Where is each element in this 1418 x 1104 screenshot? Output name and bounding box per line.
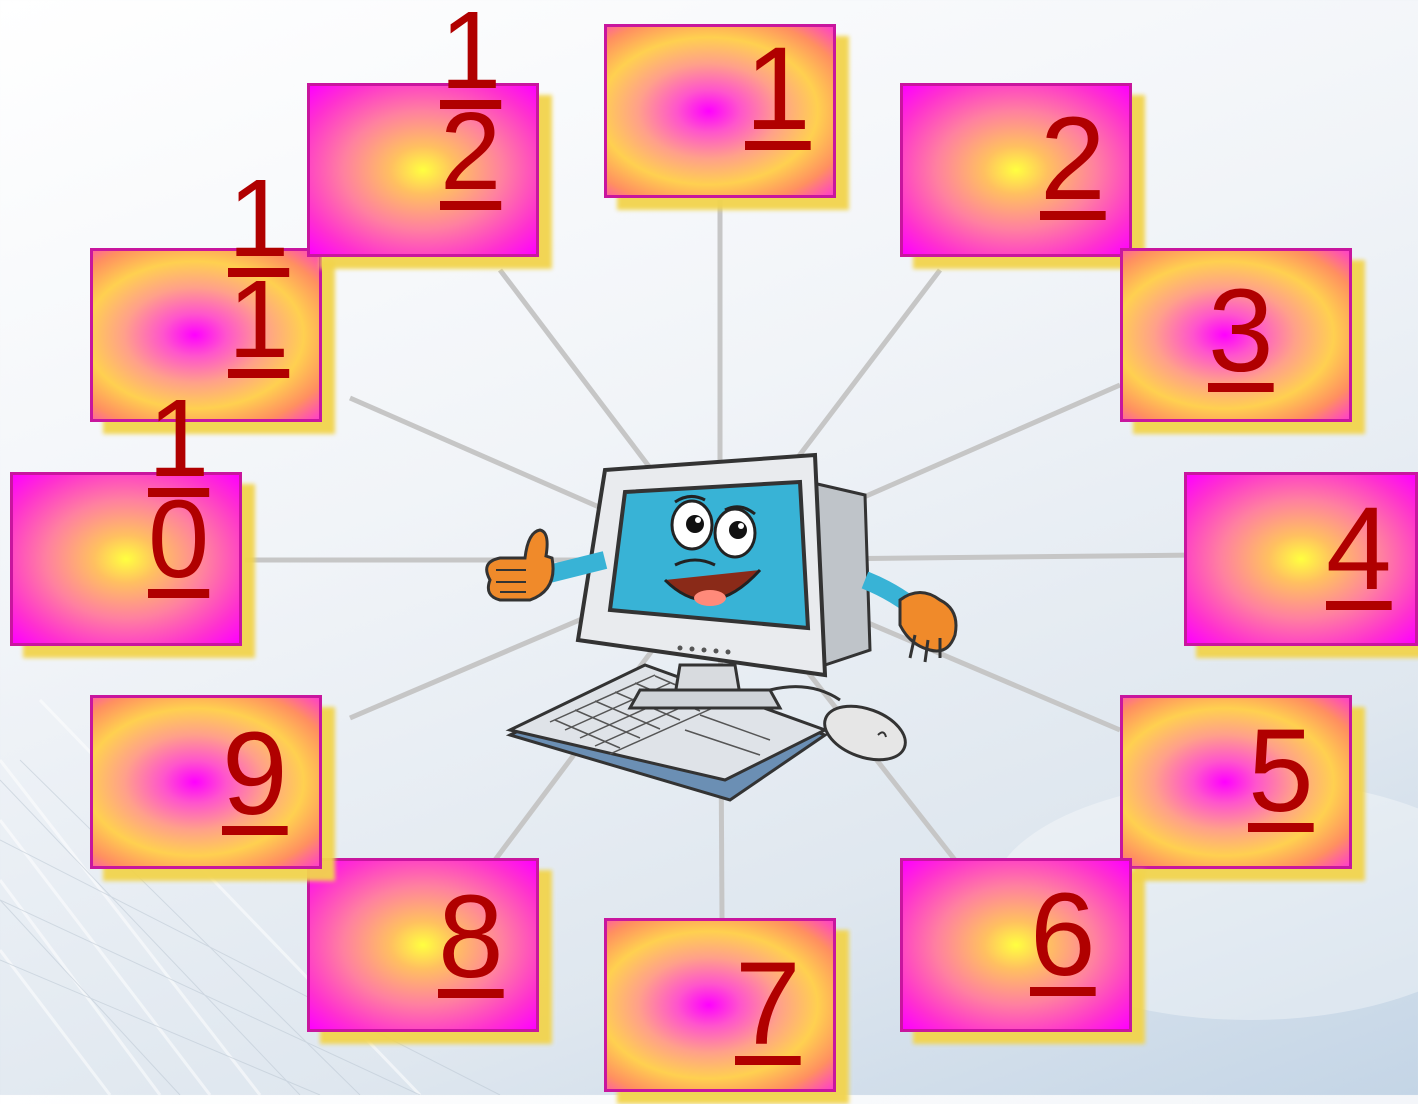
tile-4-label[interactable]: 4 <box>1326 483 1392 615</box>
tile-9[interactable] <box>90 695 322 869</box>
tile-2-label[interactable]: 2 <box>1040 93 1106 225</box>
mouse-icon <box>769 685 907 762</box>
tile-9-label[interactable]: 9 <box>222 708 288 840</box>
tile-3-label[interactable]: 3 <box>1208 265 1274 397</box>
tile-2[interactable] <box>900 83 1132 257</box>
tile-12[interactable] <box>307 83 539 257</box>
tile-6-label[interactable]: 6 <box>1030 869 1096 1001</box>
tile-6[interactable] <box>900 858 1132 1032</box>
tile-1[interactable] <box>604 24 836 198</box>
tile-4[interactable] <box>1184 472 1418 646</box>
tile-10-label[interactable]: 1 0 <box>148 377 210 602</box>
tile-3[interactable] <box>1120 248 1352 422</box>
tile-11[interactable] <box>90 248 322 422</box>
tile-5-label[interactable]: 5 <box>1248 705 1314 837</box>
computer-mascot-icon <box>485 452 958 802</box>
tile-8-label[interactable]: 8 <box>438 871 504 1003</box>
tile-1-label[interactable]: 1 <box>745 23 811 155</box>
tile-7[interactable] <box>604 918 836 1092</box>
open-hand-icon <box>898 591 958 663</box>
tile-7-label[interactable]: 7 <box>735 938 801 1070</box>
keyboard-icon <box>505 663 829 802</box>
tile-5[interactable] <box>1120 695 1352 869</box>
tile-10[interactable] <box>10 472 242 646</box>
tile-11-label[interactable]: 1 1 <box>228 157 290 382</box>
thumbs-up-hand-icon <box>485 528 555 602</box>
mascot-face-icon <box>663 495 762 606</box>
tile-12-label[interactable]: 1 2 <box>440 0 502 214</box>
tile-8[interactable] <box>307 858 539 1032</box>
